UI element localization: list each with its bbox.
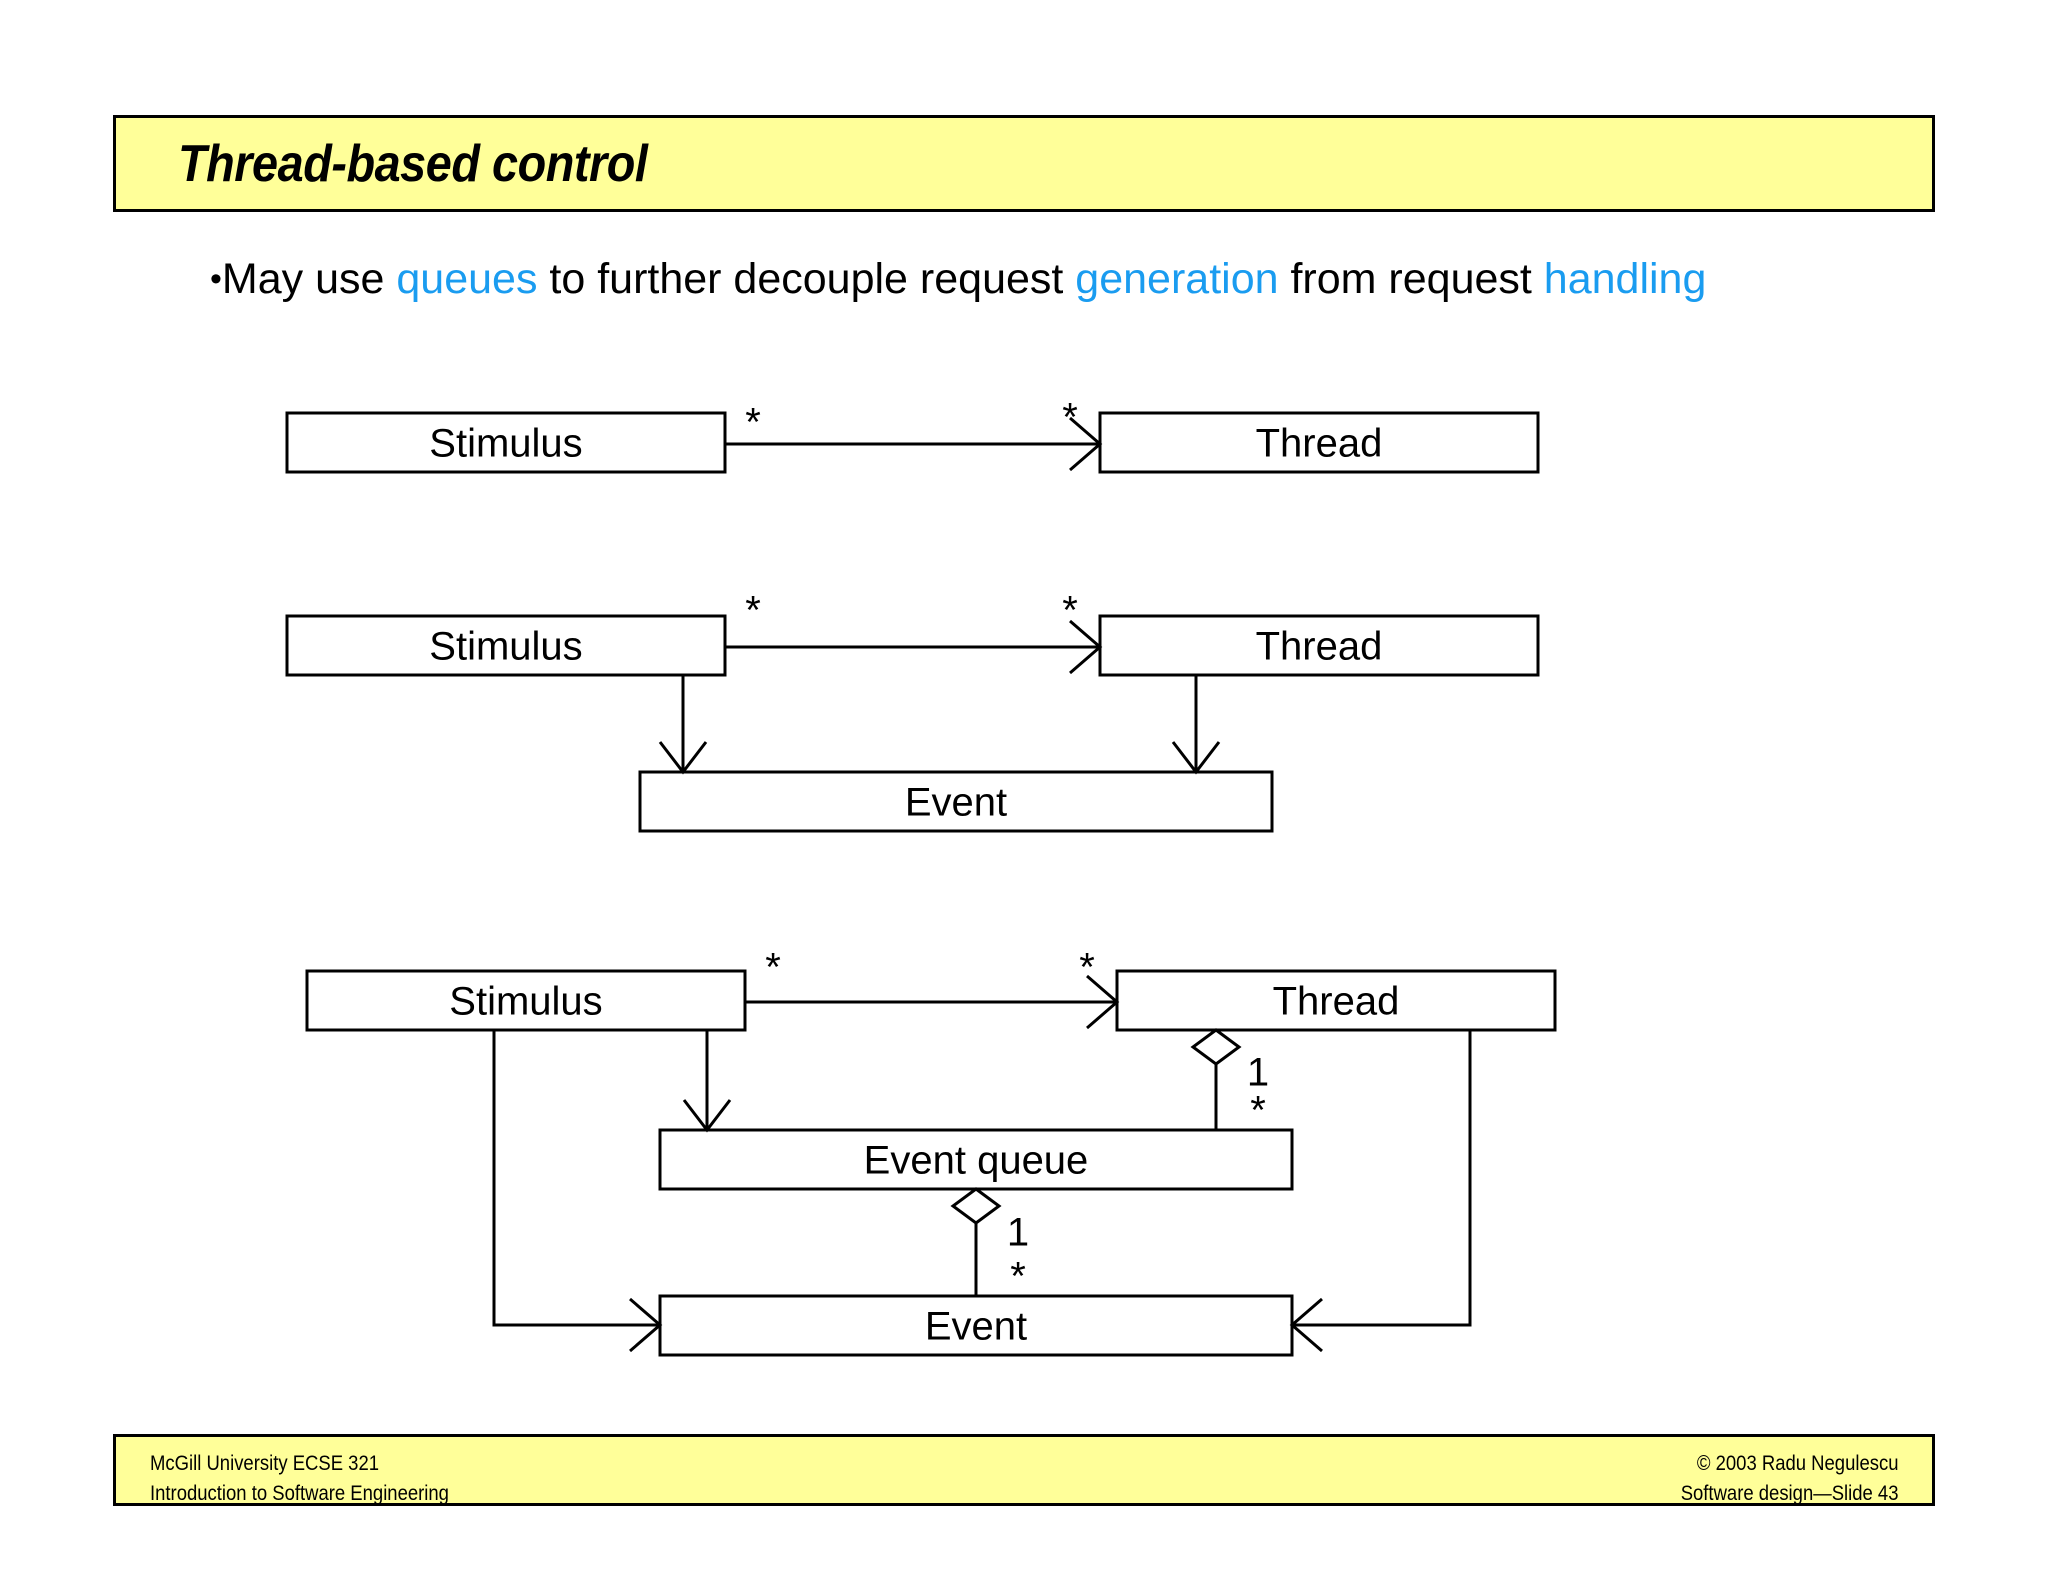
bullet-item: •May use queues to further decouple requ… xyxy=(210,255,1910,305)
diagram-3-box-event xyxy=(658,1294,1294,1357)
diagram-3-label-thread: Thread xyxy=(1273,980,1400,1024)
diagram-3-multiplicity-queue-event-one: 1 xyxy=(1007,1211,1029,1255)
page-title: Thread-based control xyxy=(178,134,648,193)
footer-left: McGill University ECSE 321 Introduction … xyxy=(150,1449,449,1510)
footer-course-subtitle: Introduction to Software Engineering xyxy=(150,1482,449,1506)
diagram-3-multiplicity-target: * xyxy=(1079,946,1095,990)
slide-body: •May use queues to further decouple requ… xyxy=(210,255,1910,305)
diagram-1-label-stimulus: Stimulus xyxy=(429,422,582,466)
diagram-2-box-stimulus xyxy=(285,614,727,677)
bullet-highlight-handling: handling xyxy=(1543,255,1707,303)
diagram-3-label-stimulus: Stimulus xyxy=(449,980,602,1024)
diagram-2-label-event: Event xyxy=(905,781,1007,825)
diagram-3-multiplicity-thread-queue-one: 1 xyxy=(1247,1051,1269,1095)
bullet-text-seg3: from request xyxy=(1278,255,1544,303)
diagram-2-multiplicity-target: * xyxy=(1062,589,1078,633)
diagram-1-label-thread: Thread xyxy=(1256,422,1383,466)
footer-course-name: McGill University ECSE 321 xyxy=(150,1452,380,1475)
diagram-3-thread-event-path xyxy=(1292,1030,1472,1327)
diagram-3-box-event-queue xyxy=(658,1128,1294,1191)
footer-slide-number: Software design—Slide 43 xyxy=(1680,1482,1898,1506)
diagram-1: Stimulus Thread * * xyxy=(285,396,1540,474)
footer-right: © 2003 Radu Negulescu Software design—Sl… xyxy=(1680,1449,1898,1510)
footer-copyright: © 2003 Radu Negulescu xyxy=(1696,1452,1898,1475)
diagram-2-thread-event-arrowhead-icon xyxy=(1171,741,1221,775)
bullet-text-seg1: May use xyxy=(221,255,397,303)
diagram-2-arrowhead-icon xyxy=(1069,619,1103,675)
diagram-2-multiplicity-source: * xyxy=(745,589,761,633)
diagram-3-label-event-queue: Event queue xyxy=(864,1139,1089,1183)
diagram-3-box-thread xyxy=(1115,969,1557,1032)
diagram-3-stimulus-event-path xyxy=(492,1030,660,1327)
diagram-1-box-thread xyxy=(1098,411,1540,474)
diagram-3-multiplicity-queue-event-many: * xyxy=(1010,1255,1026,1299)
slide-footer-bar: McGill University ECSE 321 Introduction … xyxy=(113,1434,1935,1506)
diagram-3-aggregation-diamond-thread-icon xyxy=(1190,1028,1242,1066)
diagram-1-arrowhead-icon xyxy=(1069,416,1103,472)
bullet-marker-icon: • xyxy=(210,260,222,298)
diagram-3-label-event: Event xyxy=(925,1305,1027,1349)
diagram-3-multiplicity-source: * xyxy=(765,946,781,990)
diagram-3-stimulus-queue-arrowhead-icon xyxy=(682,1099,732,1133)
diagram-2: Stimulus Thread Event * * xyxy=(285,589,1540,833)
diagram-2-box-thread xyxy=(1098,614,1540,677)
diagram-1-multiplicity-source: * xyxy=(745,401,761,445)
diagram-3-thread-event-arrowhead-icon xyxy=(1289,1297,1323,1353)
diagram-2-box-event xyxy=(638,770,1274,833)
slide-title-bar: Thread-based control xyxy=(113,115,1935,212)
diagram-3-box-stimulus xyxy=(305,969,747,1032)
bullet-text-seg2: to further decouple request xyxy=(537,255,1076,303)
diagram-3-stimulus-event-arrowhead-icon xyxy=(629,1297,663,1353)
diagram-1-box-stimulus xyxy=(285,411,727,474)
diagram-3-stimulus-thread-arrowhead-icon xyxy=(1086,974,1120,1030)
bullet-highlight-generation: generation xyxy=(1075,255,1279,303)
diagram-1-multiplicity-target: * xyxy=(1062,396,1078,440)
diagram-2-stimulus-event-arrowhead-icon xyxy=(658,741,708,775)
diagram-3-aggregation-diamond-queue-icon xyxy=(950,1187,1002,1225)
bullet-highlight-queues: queues xyxy=(396,255,538,303)
diagram-2-label-stimulus: Stimulus xyxy=(429,625,582,669)
diagram-3: Stimulus Thread Event queue Event 1 * 1 … xyxy=(305,946,1557,1357)
diagram-3-multiplicity-thread-queue-many: * xyxy=(1250,1089,1266,1133)
diagram-2-label-thread: Thread xyxy=(1256,625,1383,669)
